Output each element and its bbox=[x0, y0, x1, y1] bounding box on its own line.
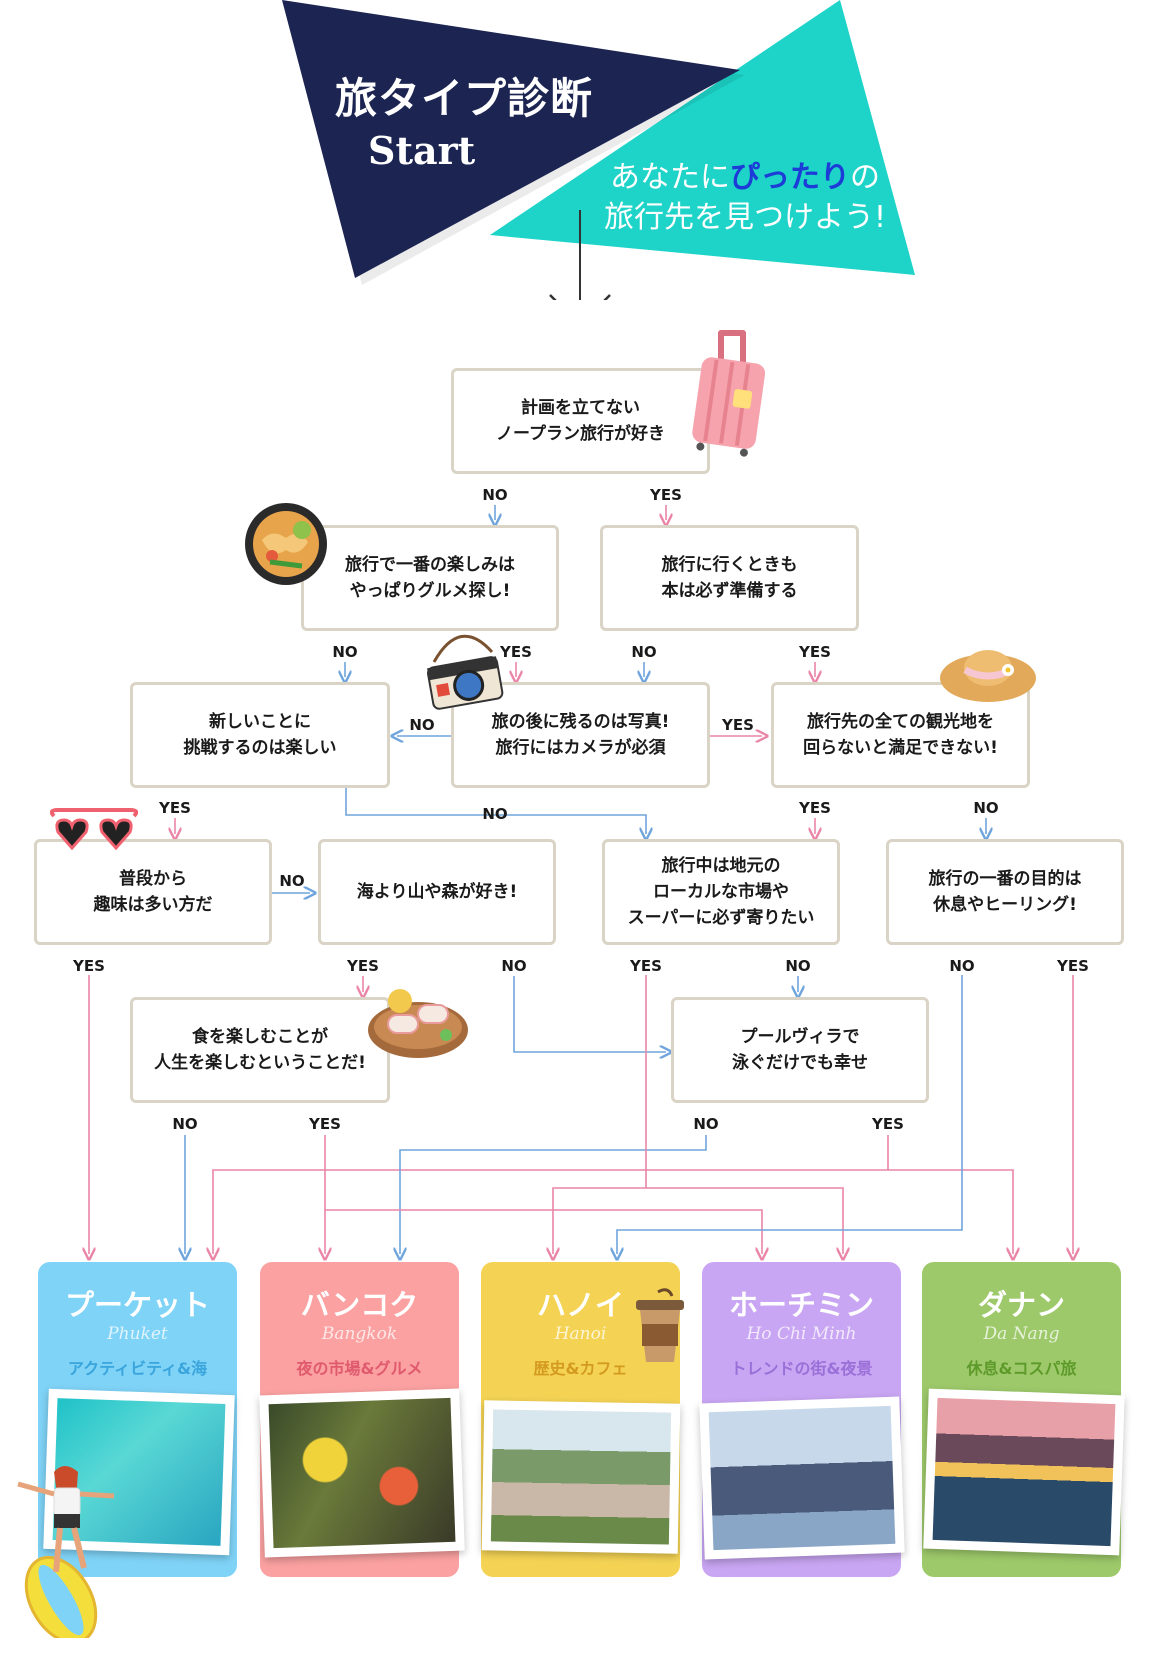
question-gourmet: 旅行で一番の楽しみは やっぱりグルメ探し! bbox=[301, 525, 559, 631]
destination-name: ダナン bbox=[977, 1288, 1065, 1322]
label-q10-no: NO bbox=[949, 957, 975, 975]
destination-name: プーケット bbox=[64, 1288, 210, 1322]
destination-tag: 休息&コスパ旅 bbox=[966, 1359, 1077, 1378]
destination-tag: 夜の市場&グルメ bbox=[296, 1359, 423, 1378]
question-enjoy-food: 食を楽しむことが 人生を楽しむということだ! bbox=[130, 997, 390, 1103]
destination-english-name: Bangkok bbox=[321, 1324, 398, 1344]
conn-q12-no bbox=[400, 1135, 707, 1254]
label-q11-yes: YES bbox=[309, 1115, 341, 1133]
question-hobbies: 普段から 趣味は多い方だ bbox=[34, 839, 272, 945]
spring-rolls-icon bbox=[368, 989, 468, 1058]
destination-card-bangkok[interactable]: バンコク Bangkok 夜の市場&グルメ bbox=[259, 1262, 465, 1577]
label-q6-yes: YES bbox=[799, 799, 831, 817]
label-q8-no: NO bbox=[501, 957, 527, 975]
label-q12-yes: YES bbox=[872, 1115, 904, 1133]
label-q5-yes: YES bbox=[722, 716, 754, 734]
subtitle-line2: 旅行先を見つけよう! bbox=[603, 200, 887, 235]
question-new-challenge: 新しいことに 挑戦するのは楽しい bbox=[130, 682, 390, 788]
label-q10-yes: YES bbox=[1057, 957, 1089, 975]
question-healing: 旅行の一番の目的は 休息やヒーリング! bbox=[886, 839, 1124, 945]
label-q9-no: NO bbox=[785, 957, 811, 975]
conn-q12-yes bbox=[213, 1135, 889, 1254]
pad-thai-icon bbox=[245, 503, 327, 585]
teal-triangle bbox=[490, 0, 915, 275]
label-q2-no: NO bbox=[332, 643, 358, 661]
destination-english-name: Hanoi bbox=[554, 1324, 607, 1344]
question-local-market: 旅行中は地元の ローカルな市場や スーパーに必ず寄りたい bbox=[602, 839, 840, 945]
surfer-icon bbox=[17, 1466, 115, 1638]
label-q9-yes: YES bbox=[630, 957, 662, 975]
heart-sunglasses-icon bbox=[50, 808, 138, 851]
destination-tag: アクティビティ&海 bbox=[67, 1359, 208, 1378]
label-q8-yes: YES bbox=[347, 957, 379, 975]
destination-english-name: Phuket bbox=[107, 1324, 168, 1344]
conn-q12-yes-b bbox=[888, 1169, 1013, 1254]
label-q7-yes: YES bbox=[73, 957, 105, 975]
destination-card-phuket[interactable]: プーケット Phuket アクティビティ&海 bbox=[38, 1262, 237, 1577]
conn-q10-no bbox=[617, 975, 963, 1254]
label-q3-yes: YES bbox=[799, 643, 831, 661]
destination-name: ホーチミン bbox=[728, 1288, 874, 1322]
destination-photo bbox=[481, 1400, 681, 1554]
destination-photo bbox=[923, 1388, 1125, 1556]
conn-q9-yes bbox=[553, 975, 647, 1254]
conn-q4-no bbox=[345, 788, 646, 834]
destination-english-name: Ho Chi Minh bbox=[746, 1324, 857, 1344]
destination-photo bbox=[699, 1396, 905, 1560]
destination-english-name: Da Nang bbox=[983, 1324, 1060, 1344]
destination-card-danang[interactable]: ダナン Da Nang 休息&コスパ旅 bbox=[922, 1262, 1125, 1577]
coffee-cup-icon bbox=[636, 1288, 684, 1362]
subtitle-highlight: ぴったり bbox=[730, 160, 850, 195]
label-q1-yes: YES bbox=[650, 486, 682, 504]
label-q5-no: NO bbox=[409, 716, 435, 734]
destination-name: バンコク bbox=[300, 1288, 419, 1322]
subtitle-pre: あなたに bbox=[610, 160, 730, 195]
camera-icon bbox=[427, 634, 504, 710]
destination-card-hochiminh[interactable]: ホーチミン Ho Chi Minh トレンドの街&夜景 bbox=[699, 1262, 905, 1577]
question-mountains: 海より山や森が好き! bbox=[318, 839, 556, 945]
sun-hat-icon bbox=[940, 650, 1036, 702]
subtitle-post: の bbox=[850, 160, 880, 195]
header-graphic bbox=[282, 0, 915, 300]
suitcase-icon bbox=[692, 330, 766, 457]
label-q2-yes: YES bbox=[500, 643, 532, 661]
subtitle: あなたにぴったりの 旅行先を見つけよう! bbox=[595, 158, 895, 238]
page-title: 旅タイプ診断 bbox=[335, 74, 594, 123]
navy-triangle bbox=[282, 0, 740, 278]
conn-q11-yes-b bbox=[325, 1209, 762, 1254]
label-q12-no: NO bbox=[693, 1115, 719, 1133]
label-q4-yes: YES bbox=[159, 799, 191, 817]
label-q6-no: NO bbox=[973, 799, 999, 817]
question-books: 旅行に行くときも 本は必ず準備する bbox=[600, 525, 859, 631]
label-q4-no: NO bbox=[482, 805, 508, 823]
label-q3-no: NO bbox=[631, 643, 657, 661]
conn-q9-yes-b bbox=[646, 1187, 843, 1254]
destination-photo bbox=[259, 1388, 465, 1558]
question-no-plan-travel: 計画を立てない ノープラン旅行が好き bbox=[451, 368, 710, 474]
destination-name: ハノイ bbox=[536, 1288, 624, 1322]
destination-tag: 歴史&カフェ bbox=[533, 1359, 628, 1378]
start-label: Start bbox=[368, 128, 476, 173]
question-pool-villa: プールヴィラで 泳ぐだけでも幸せ bbox=[671, 997, 929, 1103]
destination-tag: トレンドの街&夜景 bbox=[730, 1359, 873, 1378]
label-q1-no: NO bbox=[482, 486, 508, 504]
label-q11-no: NO bbox=[172, 1115, 198, 1133]
label-q7-no: NO bbox=[279, 872, 305, 890]
conn-q8-no bbox=[513, 976, 666, 1052]
